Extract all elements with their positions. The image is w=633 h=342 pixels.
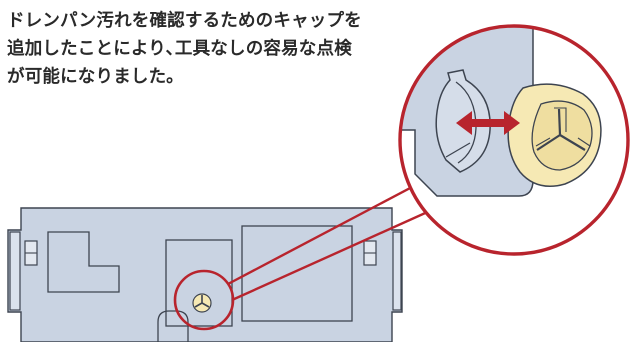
caption-line-3: が可能になりました｡	[7, 67, 176, 87]
callout-line-upper	[227, 175, 432, 286]
callout-line-lower	[231, 203, 444, 302]
magnified-view	[398, 24, 630, 256]
right-bracket	[392, 231, 402, 311]
left-bracket	[9, 231, 21, 311]
drain-outlet	[157, 310, 189, 342]
unit-panel	[7, 207, 403, 342]
caption-line-1: ドレンパン汚れを確認するためのキャップを	[7, 11, 362, 31]
caption-line-2: 追加したことにより､工具なしの容易な点検	[7, 39, 352, 59]
small-drain-cap-icon	[192, 293, 212, 313]
caption-text: ドレンパン汚れを確認するためのキャップを 追加したことにより､工具なしの容易な点…	[7, 7, 397, 91]
right-opening	[241, 225, 353, 322]
drain-cap-icon	[507, 83, 602, 187]
double-arrow-icon	[456, 111, 520, 135]
left-opening	[47, 231, 120, 293]
center-frame	[165, 239, 233, 327]
